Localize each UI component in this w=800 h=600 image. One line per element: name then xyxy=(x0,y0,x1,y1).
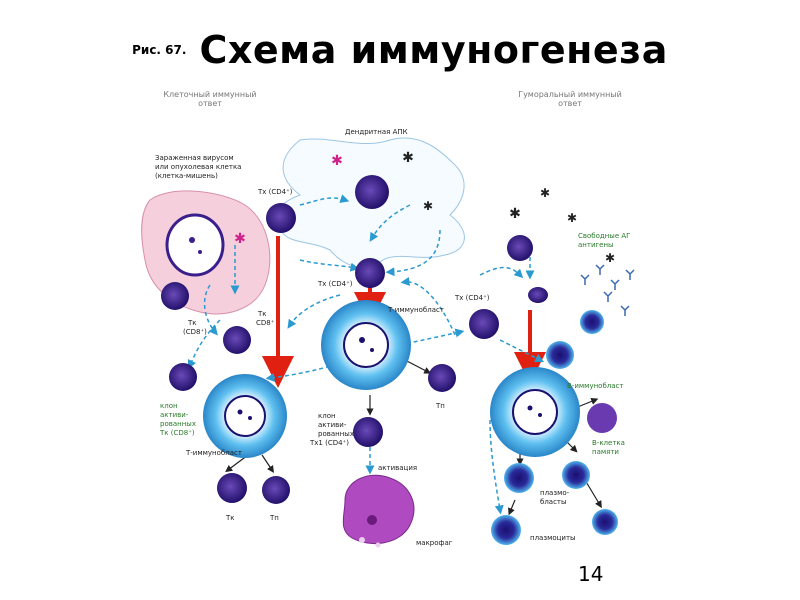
plasmacytes-label: плазмоциты xyxy=(530,534,576,542)
tk-cell xyxy=(223,326,251,354)
clone-label-3: рованных xyxy=(160,420,196,428)
tk-result-label: Тк xyxy=(225,514,235,522)
slide-title: Рис. 67. Схема иммуногенеза xyxy=(0,28,800,72)
th-cell-right xyxy=(469,309,499,339)
antigen-icon: ✱ xyxy=(509,206,521,222)
soluble-ag-label-2: антигены xyxy=(578,241,614,249)
clone-th-label-4: Тх1 (CD4⁺) xyxy=(309,439,349,447)
tp-label: Тп xyxy=(435,402,445,410)
th-cell xyxy=(355,258,385,288)
infected-label-2: или опухолевая клетка xyxy=(155,163,241,171)
antibody-group xyxy=(580,264,635,316)
page-title: Схема иммуногенеза xyxy=(199,28,668,72)
right-heading-line1: Гуморальный иммунный xyxy=(518,90,622,99)
th-cd4-top-label: Тх (CD4⁺) xyxy=(257,188,293,196)
tk-cd8-label-2b: (CD8⁺) xyxy=(183,328,207,336)
tk-cd8-label-1b: CD8⁺ xyxy=(256,319,275,327)
clone-label-4: Тк (CD8⁺) xyxy=(159,429,195,437)
clone-th-label-1: клон xyxy=(318,412,336,420)
clone-th-label-2: активи- xyxy=(318,421,347,429)
plasma-cell xyxy=(546,341,574,369)
left-heading-line1: Клеточный иммунный xyxy=(163,90,256,99)
immunoblast-label: Т-иммунобласт xyxy=(185,449,242,457)
b-cell-small xyxy=(528,287,548,303)
memory-cell xyxy=(587,403,617,433)
page-number: 14 xyxy=(578,562,604,586)
b-immunoblast-label: В-иммунобласт xyxy=(567,382,623,390)
virus-icon: ✱ xyxy=(234,231,246,247)
tp-result-cell xyxy=(262,476,290,504)
clone-label-1: клон xyxy=(160,402,178,410)
th1-clone-cell xyxy=(353,417,383,447)
infected-nucleus xyxy=(165,213,225,277)
plasmablast-cell xyxy=(562,461,590,489)
tk-clone-cell xyxy=(169,363,197,391)
memory-label-2: памяти xyxy=(592,448,619,456)
macrophage-cell xyxy=(342,474,415,545)
plasmablast-label-1: плазмо- xyxy=(540,489,570,497)
tk-result-cell xyxy=(217,473,247,503)
antigen-icon: ✱ xyxy=(605,251,615,265)
clone-label-2: активи- xyxy=(160,411,189,419)
dashed-arrows xyxy=(187,194,545,515)
tk-cd8-label-1a: Тк xyxy=(257,310,267,318)
plasmablast-label-2: бласты xyxy=(540,498,567,506)
plasmablast-cell xyxy=(504,463,534,493)
infected-label-3: (клетка-мишень) xyxy=(155,172,218,180)
tk-cd8-label-2a: Тк xyxy=(187,319,197,327)
clone-th-label-3: рованных xyxy=(318,430,354,438)
activation-label: активация xyxy=(378,464,417,472)
virus-icon: ✱ xyxy=(331,153,343,169)
th-cd4-right-label: Тх (CD4⁺) xyxy=(454,294,490,302)
plasmacyte-cell xyxy=(592,509,618,535)
th-cell xyxy=(266,203,296,233)
figure-label: Рис. 67. xyxy=(132,43,187,57)
apc-cell xyxy=(355,175,389,209)
soluble-ag-label-1: Свободные АГ xyxy=(578,232,630,240)
right-heading-line2: ответ xyxy=(558,99,582,108)
tp-cell xyxy=(428,364,456,392)
plasma-cell xyxy=(580,310,604,334)
immunoblast-center-label: Т-иммунобласт xyxy=(387,306,444,314)
th-cd4-mid-label: Тх (CD4⁺) xyxy=(317,280,353,288)
antigen-icon: ✱ xyxy=(540,186,550,200)
plasmacyte-cell xyxy=(491,515,521,545)
tk-cell xyxy=(161,282,189,310)
macrophage-label: макрофаг xyxy=(416,539,453,547)
dendritic-apc-label: Дендритная АПК xyxy=(345,128,408,136)
left-heading-line2: ответ xyxy=(198,99,222,108)
b-cell xyxy=(507,235,533,261)
antigen-icon: ✱ xyxy=(402,150,414,166)
antigen-icon: ✱ xyxy=(423,199,433,213)
infected-label-1: Зараженная вирусом xyxy=(155,154,234,162)
antigen-icon: ✱ xyxy=(567,211,577,225)
tp-result-label: Тп xyxy=(269,514,279,522)
memory-label-1: В-клетка xyxy=(592,439,625,447)
